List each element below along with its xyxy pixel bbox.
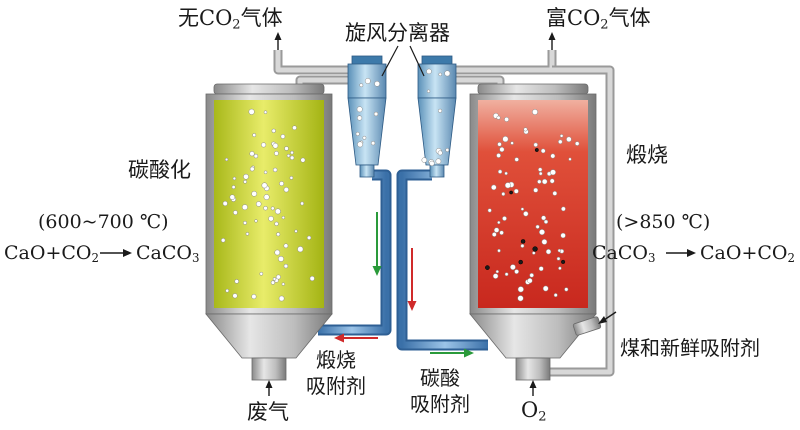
- arrow-right-icon: [666, 249, 696, 257]
- feed-nozzle: [572, 316, 602, 336]
- cyclone-pointer-right: [409, 45, 425, 77]
- arrow-down-icon: [372, 212, 382, 276]
- label-calcination-reaction-left: CaCO3: [592, 242, 656, 265]
- arrow-up-icon: [265, 380, 273, 396]
- label-fresh-sorbent: 煤和新鲜吸附剂: [620, 336, 760, 360]
- label-flue-gas: 废气: [247, 400, 289, 424]
- arrow-left-icon: [598, 311, 617, 324]
- label-oxygen: O2: [521, 398, 547, 425]
- label-carbonation-reaction-left: CaO+CO2: [4, 242, 99, 265]
- cyclone-left: [347, 55, 387, 178]
- label-co2-rich-gas: 富CO2气体: [546, 6, 651, 33]
- carbonator-vessel: [205, 83, 333, 381]
- calciner-particles: [485, 109, 580, 302]
- arrow-right-icon: [430, 348, 474, 358]
- arrow-left-icon: [334, 333, 378, 343]
- label-carbonated-sorbent-2: 吸附剂: [410, 392, 470, 416]
- label-carbonation-reaction-right: CaCO3: [136, 242, 200, 265]
- label-carbonation-temp: (600~700 ℃): [38, 211, 169, 233]
- calciner-vessel: [469, 83, 597, 381]
- arrow-right-icon: [100, 249, 132, 257]
- label-carbonation: 碳酸化: [128, 158, 191, 182]
- cyclone-particles: [355, 68, 451, 167]
- carbonator-bed: [214, 100, 324, 308]
- label-calcination-temp: (>850 ℃): [616, 211, 711, 233]
- arrow-up-icon: [529, 380, 537, 396]
- label-calcination: 煅烧: [626, 143, 668, 167]
- cyclone-pointer-left: [381, 45, 399, 77]
- arrow-up-icon: [274, 32, 282, 50]
- arrow-up-icon: [548, 32, 556, 50]
- label-cyclone: 旋风分离器: [345, 21, 450, 45]
- calciner-bed: [478, 100, 588, 308]
- label-calcination-reaction-right: CaO+CO2: [700, 242, 795, 265]
- label-calcined-sorbent-2: 吸附剂: [306, 374, 366, 398]
- arrow-down-icon: [407, 248, 417, 311]
- label-co2-free-gas: 无CO2气体: [178, 6, 283, 33]
- carbonator-particles: [220, 108, 315, 302]
- label-calcined-sorbent-1: 煅烧: [316, 348, 356, 372]
- label-carbonated-sorbent-1: 碳酸: [420, 366, 460, 390]
- outlet-pipe-right: [446, 50, 557, 75]
